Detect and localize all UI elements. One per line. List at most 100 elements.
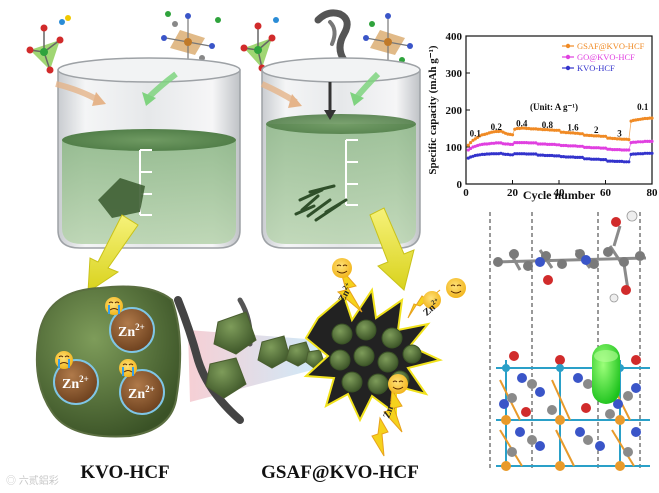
yellow-arrow-left [87,214,139,293]
tetrahedron-molecule-icon-2 [240,17,279,72]
point-s2-60 [606,159,610,163]
tetrahedron-molecule-icon [26,15,71,74]
point-s1-67 [622,148,626,152]
point-s0-48 [578,132,582,136]
rate-label-0: 0.1 [470,129,482,139]
point-s1-68 [624,148,629,152]
point-s1-24 [522,141,526,145]
zn-label-1: Zn2+ [118,322,145,340]
point-s1-36 [550,142,554,146]
point-s0-68 [624,137,629,141]
point-s0-60 [606,136,610,140]
point-s1-53 [589,146,594,150]
point-s1-13 [497,141,501,145]
point-s1-50 [583,145,587,149]
point-s1-47 [576,144,580,148]
point-s1-21 [515,141,519,145]
point-s2-61 [608,159,612,163]
kvo-hcf-label: KVO-HCF [80,462,169,483]
point-s2-74 [638,152,643,156]
legend-label-2: KVO-HCF [577,63,615,73]
point-s0-50 [583,133,587,137]
point-s0-36 [550,128,554,132]
point-s1-7 [483,142,487,146]
point-s1-45 [571,144,575,148]
point-s2-68 [624,160,629,164]
point-s2-67 [622,160,626,164]
y-axis-label: Specific capacity (mAh g⁻¹) [427,45,439,175]
point-s2-43 [566,155,570,159]
point-s0-53 [589,133,594,138]
point-s1-60 [606,147,610,151]
point-s2-46 [573,155,577,159]
chart-series [466,116,654,164]
point-s1-51 [585,145,589,149]
lightning-bolt-3: Zn2+ [371,374,408,457]
point-s2-6 [480,152,484,156]
molecular-structure [489,210,650,471]
zn-label-2: Zn2+ [62,374,89,392]
point-s1-43 [566,144,570,148]
gsaf-kvo-hcf-cluster: Zn2+ Zn2+ Zn2+ [303,258,466,457]
point-s1-48 [578,144,582,148]
point-s1-73 [636,140,640,144]
point-s2-28 [531,152,536,156]
rate-label-7: 0.1 [637,102,649,112]
point-s1-38 [555,143,559,147]
point-s2-30 [536,153,540,157]
zn-label-6: Zn2+ [380,397,399,420]
point-s1-71 [631,140,636,144]
point-s1-8 [485,142,489,146]
point-s0-28 [531,127,536,131]
zn-ion-1: Zn2+ [105,297,155,353]
point-s0-41 [562,130,566,134]
point-s2-37 [552,154,557,158]
point-s0-32 [541,128,545,132]
point-s0-40 [559,130,563,134]
point-s1-56 [596,146,601,150]
beaker-left [26,11,241,249]
point-s2-36 [550,153,554,158]
point-s1-22 [517,141,522,145]
point-s1-18 [508,142,512,146]
happy-face-icon-2 [446,278,466,298]
rate-label-4: 1.6 [567,123,579,133]
point-s1-32 [541,142,545,146]
plot-frame [465,35,653,185]
point-s2-47 [576,155,580,159]
point-s0-73 [636,118,640,122]
point-s2-21 [515,152,519,156]
x-tick-label-0: 0 [463,187,469,199]
point-s0-38 [555,128,559,132]
point-s0-56 [596,134,601,138]
point-s2-44 [569,155,573,159]
point-s0-19 [510,133,515,137]
yellow-arrow-right [369,207,415,291]
unit-note: (Unit: A g⁻¹) [530,102,578,112]
point-s2-77 [645,151,650,155]
rate-label-1: 0.2 [491,122,503,132]
zn-ion-2: Zn2+ [53,351,99,405]
point-s1-77 [645,139,650,143]
rate-label-6: 3 [617,129,622,139]
point-s2-20 [513,152,517,156]
point-s2-73 [636,152,640,156]
point-s0-16 [503,131,508,135]
beaker-right [240,9,421,249]
point-s2-10 [490,152,494,156]
point-s1-78 [648,139,652,143]
point-s1-79 [650,139,654,143]
point-s2-26 [527,152,531,156]
rate-label-3: 0.8 [542,120,554,130]
point-s0-59 [603,134,608,138]
point-s1-10 [490,141,494,145]
point-s2-49 [580,155,584,159]
y-tick-label-0: 0 [457,179,463,191]
zn-label-3: Zn2+ [128,384,155,402]
point-s0-78 [648,116,652,120]
point-s2-41 [562,155,566,159]
happy-face-icon-4 [388,374,408,394]
point-s2-40 [559,155,563,159]
